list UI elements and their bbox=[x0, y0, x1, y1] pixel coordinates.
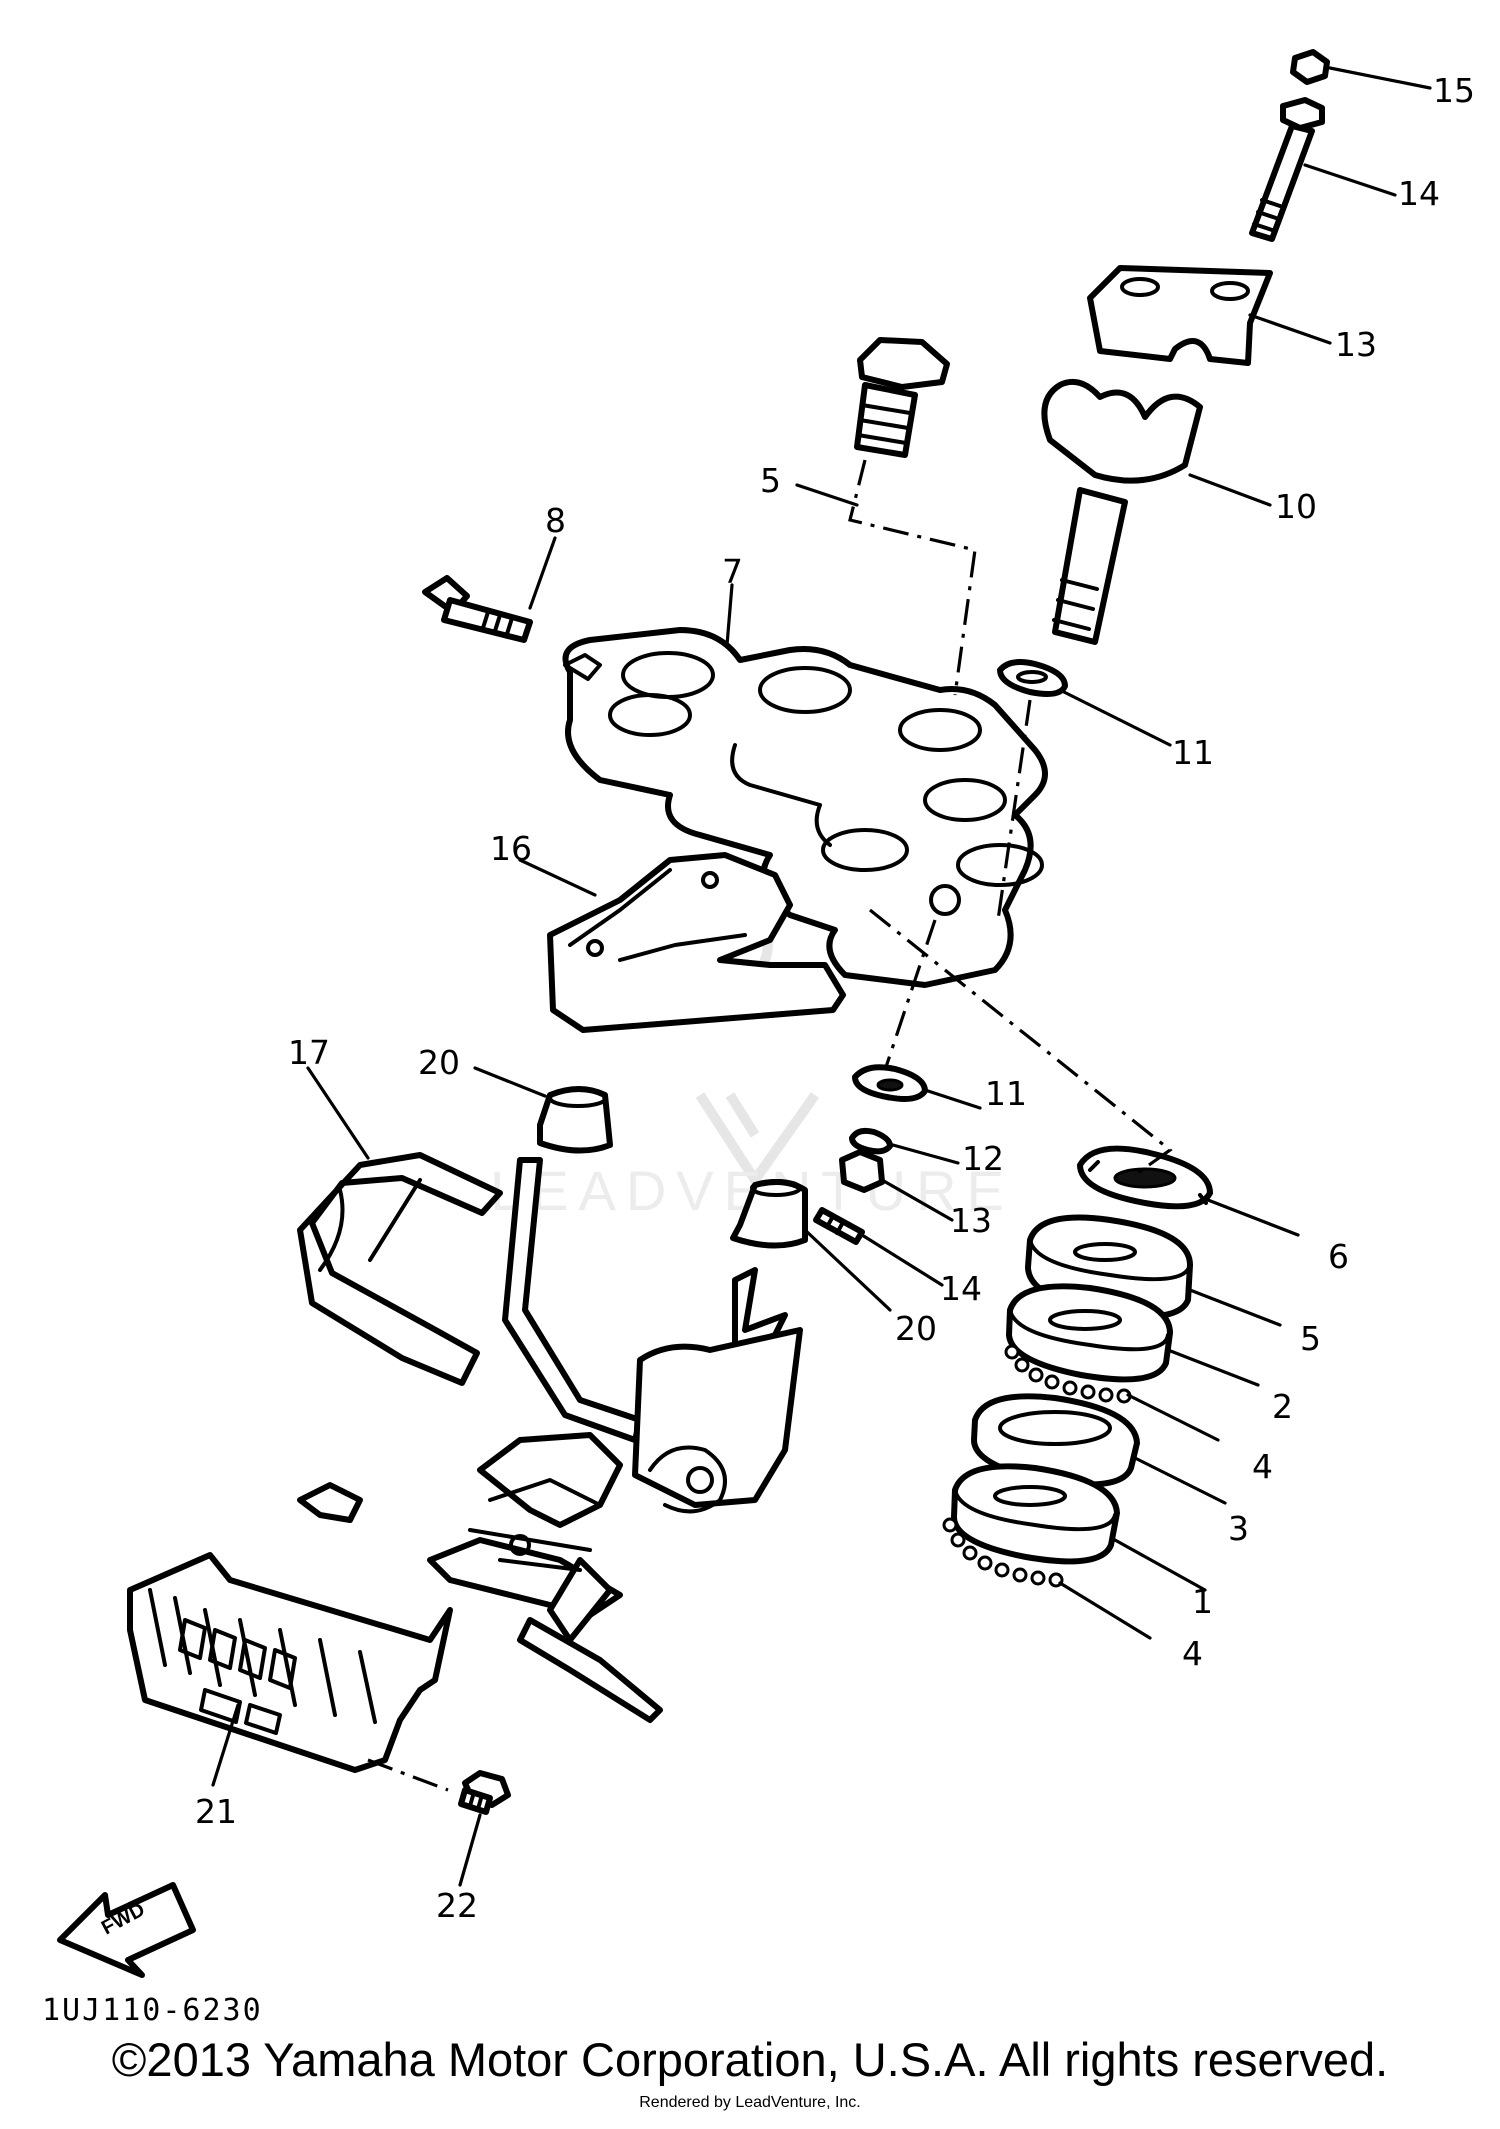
callout-16: 14 bbox=[1398, 174, 1440, 213]
callout-11-upper: 11 bbox=[1172, 733, 1214, 772]
part-upper-bracket bbox=[562, 627, 1048, 988]
part-ring-nut bbox=[1077, 1145, 1213, 1210]
callout-13: 13 bbox=[950, 1201, 992, 1240]
rendered-by-notice: Rendered by LeadVenture, Inc. bbox=[639, 2094, 861, 2111]
copyright-notice: ©2013 Yamaha Motor Corporation, U.S.A. A… bbox=[111, 2033, 1389, 2086]
callout-19: 17 bbox=[288, 1033, 330, 1072]
diagram-code: 1UJ110-6230 bbox=[42, 1993, 263, 2028]
callout-18: 16 bbox=[490, 829, 532, 868]
callout-10: 10 bbox=[1275, 487, 1317, 526]
callout-4-upper: 4 bbox=[1252, 1447, 1273, 1486]
part-pinch-bolt bbox=[422, 575, 533, 643]
callout-labels: 15 14 13 10 5 8 7 11 16 20 17 11 12 13 1… bbox=[195, 71, 1475, 1925]
part-washer-upper bbox=[997, 659, 1068, 697]
callout-7: 5 bbox=[760, 461, 781, 500]
part-steel-balls-upper bbox=[1004, 1344, 1132, 1404]
part-nut bbox=[839, 1149, 885, 1193]
callout-6: 6 bbox=[1328, 1237, 1349, 1276]
part-bearing-race-lower bbox=[951, 1463, 1120, 1565]
part-damper-upper bbox=[537, 1086, 613, 1154]
callout-14: 14 bbox=[940, 1269, 982, 1308]
callout-2: 2 bbox=[1272, 1387, 1293, 1426]
callout-12: 12 bbox=[962, 1139, 1004, 1178]
part-damper-lower bbox=[730, 1178, 808, 1249]
callout-4-lower: 4 bbox=[1182, 1634, 1203, 1673]
callout-20-lower: 20 bbox=[895, 1309, 937, 1348]
part-handlebar-holder-upper bbox=[1087, 265, 1273, 366]
callout-21: 21 bbox=[195, 1792, 237, 1831]
part-washer-lower bbox=[852, 1064, 928, 1102]
part-bearing-race-upper bbox=[1006, 1283, 1173, 1383]
callout-15: 13 bbox=[1335, 325, 1377, 364]
callout-3: 3 bbox=[1228, 1509, 1249, 1548]
part-crown-bolt bbox=[854, 337, 950, 458]
part-washer-small bbox=[849, 1127, 893, 1155]
callout-8: 7 bbox=[722, 552, 743, 591]
part-cap bbox=[1290, 49, 1330, 85]
leader-lines bbox=[211, 66, 1432, 1887]
part-handlebar-holder-lower bbox=[1041, 379, 1203, 645]
part-headlight-bracket bbox=[547, 852, 846, 1033]
callout-20-upper: 20 bbox=[418, 1043, 460, 1082]
callout-5: 5 bbox=[1300, 1319, 1321, 1358]
callout-9: 8 bbox=[545, 501, 566, 540]
part-cover-bolt bbox=[458, 1770, 511, 1815]
callout-11-lower: 11 bbox=[985, 1074, 1027, 1113]
callout-22: 22 bbox=[436, 1886, 478, 1925]
fwd-arrow: FWD bbox=[57, 1882, 196, 1978]
part-bolt-small bbox=[813, 1207, 865, 1245]
callout-17: 15 bbox=[1433, 71, 1475, 110]
alignment-lines bbox=[367, 459, 1173, 1792]
part-lower-cover bbox=[127, 1552, 453, 1773]
part-headlight-stay bbox=[297, 1152, 803, 1723]
part-bolt-long bbox=[1249, 97, 1325, 242]
callout-1: 1 bbox=[1192, 1582, 1213, 1621]
